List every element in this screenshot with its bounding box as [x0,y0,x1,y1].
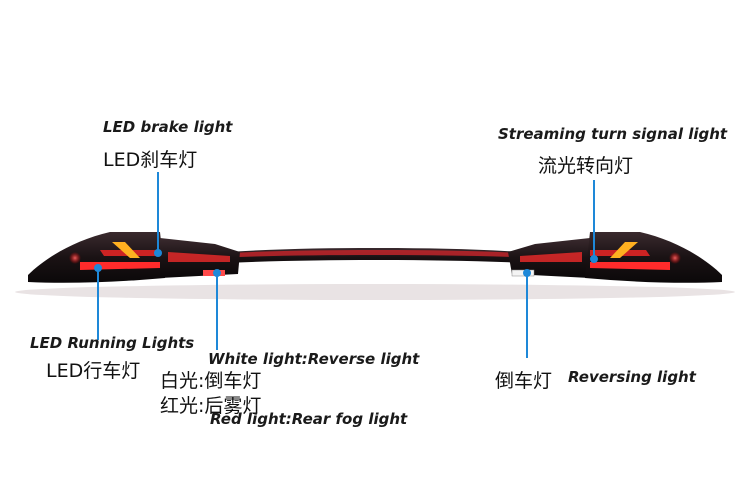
center-light-strip [175,250,575,260]
white-light-label-en: White light:Reverse light [208,350,420,368]
running-lights-label-zh: LED行车灯 [46,360,141,382]
left-inner-strip [168,252,230,262]
right-turn-chevron [610,242,638,258]
brake-light-label-en: LED brake light [103,118,233,136]
reversing-light-pointer-dot [523,269,531,277]
right-inner-strip [520,252,582,262]
reversing-light-label-en: Reversing light [568,368,696,386]
red-light-label-en: Red light:Rear fog light [210,410,408,428]
turn-signal-label-en: Streaming turn signal light [498,125,728,143]
turn-signal-label-zh: 流光转向灯 [538,155,634,177]
red-light-label-zh: 红光:后雾灯 [160,395,262,417]
brake-light-label-zh: LED刹车灯 [103,149,198,171]
brake-light-pointer-dot [154,249,162,257]
right-accent-glow [669,252,681,264]
running-lights-label-en: LED Running Lights [30,334,195,352]
turn-signal-pointer-dot [590,255,598,263]
left-accent-glow [69,252,81,264]
left-outer-lamp [28,232,165,283]
left-turn-chevron [112,242,140,258]
fog-reverse-pointer-dot [213,269,221,277]
right-running-light-strip [590,262,670,270]
floor-reflection [15,284,735,300]
right-outer-lamp [585,232,722,283]
white-light-label-zh: 白光:倒车灯 [160,370,262,392]
reversing-light-label-zh: 倒车灯 [495,370,553,392]
running-light-pointer-dot [94,264,102,272]
